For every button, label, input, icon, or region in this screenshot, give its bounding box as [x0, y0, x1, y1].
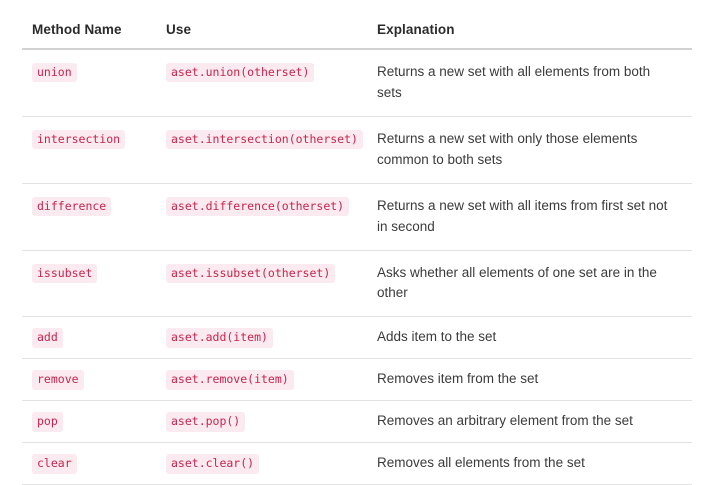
- explanation-text: Returns a new set with all items from fi…: [377, 197, 668, 234]
- method-name-code: union: [32, 63, 77, 83]
- cell-use: aset.union(otherset): [166, 49, 377, 117]
- table-row: pop aset.pop() Removes an arbitrary elemen…: [22, 400, 692, 444]
- table-row: union aset.union(otherset) Returns a new s…: [22, 49, 692, 117]
- column-header-use: Use: [166, 22, 377, 50]
- table-row: difference aset.difference(otherset) Retur…: [22, 183, 692, 251]
- cell-method-name: intersection: [22, 116, 166, 184]
- cell-use: aset.difference(otherset): [166, 183, 377, 251]
- table-row: issubset aset.issubset(otherset) Asks whet…: [22, 250, 692, 318]
- use-code: aset.remove(item): [166, 370, 294, 390]
- method-name-code: intersection: [32, 129, 126, 150]
- cell-method-name: issubset: [22, 250, 166, 318]
- method-name-code: issubset: [32, 263, 98, 283]
- cell-method-name: union: [22, 49, 166, 117]
- cell-use: aset.add(item): [166, 316, 377, 360]
- use-code: aset.difference(otherset): [166, 196, 350, 217]
- cell-method-name: add: [22, 316, 166, 360]
- cell-method-name: clear: [22, 442, 166, 485]
- cell-explanation: Asks whether all elements of one set are…: [377, 250, 692, 318]
- use-code: aset.clear(): [166, 454, 260, 474]
- cell-explanation: Removes an arbitrary element from the se…: [377, 400, 692, 444]
- column-header-method-name: Method Name: [22, 22, 166, 50]
- method-name-code: remove: [32, 370, 84, 390]
- cell-use: aset.intersection(otherset): [166, 116, 377, 184]
- cell-explanation: Returns a new set with only those elemen…: [377, 116, 692, 184]
- explanation-text: Removes item from the set: [377, 371, 539, 387]
- table-row: clear aset.clear() Removes all elements fr…: [22, 442, 692, 485]
- use-code: aset.intersection(otherset): [166, 129, 363, 150]
- cell-use: aset.remove(item): [166, 358, 377, 402]
- explanation-text: Adds item to the set: [377, 329, 497, 345]
- use-code: aset.issubset(otherset): [166, 263, 336, 283]
- use-code: aset.add(item): [166, 328, 273, 348]
- table-row: remove aset.remove(item) Removes item from…: [22, 358, 692, 402]
- table-row: intersection aset.intersection(otherset) R…: [22, 116, 692, 184]
- cell-use: aset.pop(): [166, 400, 377, 444]
- cell-method-name: difference: [22, 183, 166, 251]
- use-code: aset.union(otherset): [166, 63, 315, 83]
- column-header-explanation: Explanation: [377, 22, 692, 50]
- cell-explanation: Adds item to the set: [377, 316, 692, 360]
- cell-explanation: Removes item from the set: [377, 358, 692, 402]
- explanation-text: Removes all elements from the set: [377, 455, 585, 471]
- explanation-text: Returns a new set with all elements from…: [377, 64, 651, 100]
- method-name-code: pop: [32, 412, 63, 432]
- table-row: add aset.add(item) Adds item to the set: [22, 316, 692, 360]
- explanation-text: Asks whether all elements of one set are…: [377, 264, 657, 301]
- use-code: aset.pop(): [166, 412, 246, 432]
- explanation-text: Returns a new set with only those elemen…: [377, 130, 638, 167]
- cell-method-name: pop: [22, 400, 166, 444]
- method-name-code: difference: [32, 196, 112, 217]
- method-name-code: clear: [32, 454, 77, 474]
- cell-explanation: Returns a new set with all items from fi…: [377, 183, 692, 251]
- explanation-text: Removes an arbitrary element from the se…: [377, 413, 633, 429]
- cell-explanation: Removes all elements from the set: [377, 442, 692, 485]
- table-header-row: Method Name Use Explanation: [22, 22, 692, 50]
- table-body: union aset.union(otherset) Returns a new s…: [22, 49, 692, 485]
- table-header: Method Name Use Explanation: [22, 22, 692, 50]
- set-methods-table: Method Name Use Explanation union aset.un…: [22, 22, 692, 485]
- cell-use: aset.clear(): [166, 442, 377, 485]
- method-name-code: add: [32, 328, 63, 348]
- cell-explanation: Returns a new set with all elements from…: [377, 49, 692, 117]
- cell-use: aset.issubset(otherset): [166, 250, 377, 318]
- cell-method-name: remove: [22, 358, 166, 402]
